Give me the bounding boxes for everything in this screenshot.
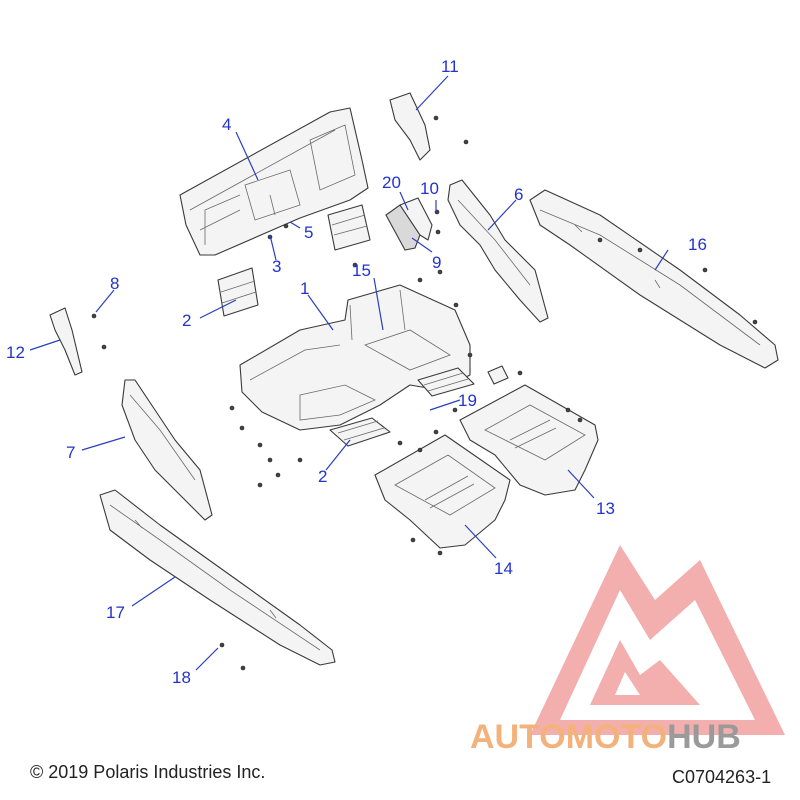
callout-labels: 1 2 2 3 4 5 6 7 8 9 10 11 12 13 14 15 16… <box>6 57 707 687</box>
part-17-rocker-left <box>99 489 336 666</box>
callout-2b: 2 <box>318 467 327 486</box>
callout-12: 12 <box>6 343 25 362</box>
part-5-panel <box>327 204 371 251</box>
part-12-bracket <box>49 307 83 376</box>
callout-4: 4 <box>222 115 231 134</box>
part-floor-panel-center <box>417 367 475 397</box>
callout-11: 11 <box>441 57 459 76</box>
watermark-hub: HUB <box>667 718 741 756</box>
copyright-text: © 2019 Polaris Industries Inc. <box>30 762 265 782</box>
diagram-code: C0704263-1 <box>672 767 771 787</box>
watermark-logo <box>530 545 785 735</box>
callout-13: 13 <box>596 499 615 518</box>
callout-18: 18 <box>172 668 191 687</box>
callout-1: 1 <box>300 279 309 298</box>
callout-20: 20 <box>382 173 401 192</box>
callout-17: 17 <box>106 603 125 622</box>
callout-10: 10 <box>420 179 439 198</box>
callout-15: 15 <box>352 261 371 280</box>
callout-19: 19 <box>458 391 477 410</box>
part-2-panel-upper <box>217 267 259 317</box>
watermark-moto: MOTO <box>566 718 667 756</box>
callout-3: 3 <box>272 257 281 276</box>
part-7-side-panel <box>121 379 213 521</box>
callout-7: 7 <box>66 443 75 462</box>
callout-8: 8 <box>110 274 119 293</box>
part-4-dash-panel <box>179 107 369 256</box>
svg-text:AUTOMOTOHUB: AUTOMOTOHUB <box>470 718 741 756</box>
callout-6: 6 <box>514 185 523 204</box>
part-20-trim <box>399 197 433 241</box>
part-13-footwell-right <box>459 384 599 496</box>
part-6-side-panel <box>447 179 549 323</box>
callout-9: 9 <box>432 253 441 272</box>
callout-16: 16 <box>688 235 707 254</box>
hardware-fasteners <box>91 115 758 671</box>
callout-5: 5 <box>304 223 313 242</box>
watermark-wordmark: AUTOMOTOHUB <box>470 718 741 756</box>
part-14-footwell-left <box>374 434 511 549</box>
callout-14: 14 <box>494 559 513 578</box>
part-16-rocker-right <box>529 189 779 369</box>
watermark-auto: AUTO <box>470 718 566 756</box>
part-2-panel-lower <box>329 417 391 447</box>
leader-lines <box>29 75 669 671</box>
part-11-bracket <box>389 92 431 161</box>
callout-2a: 2 <box>182 311 191 330</box>
part-19-clip <box>487 365 509 385</box>
